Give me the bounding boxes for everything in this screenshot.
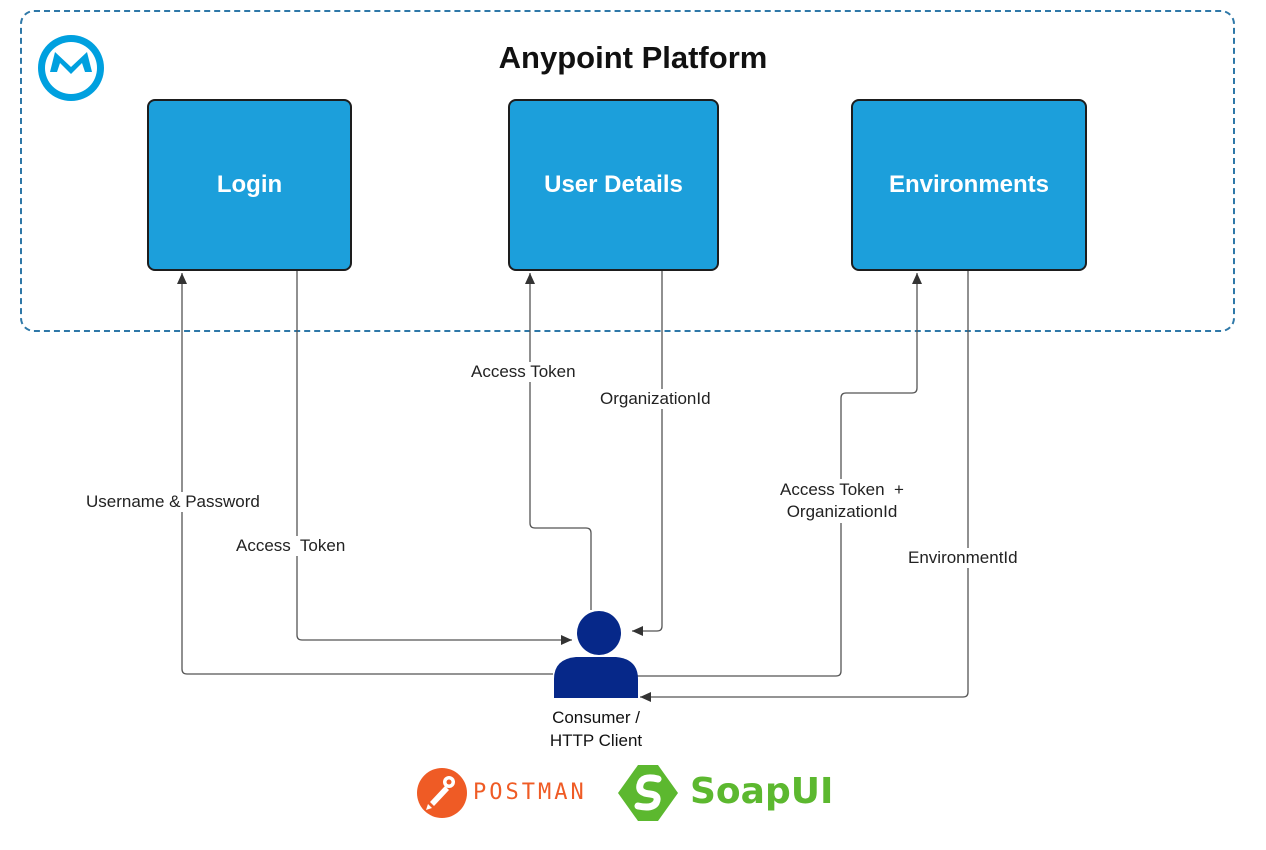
login-access-token-label: Access Token bbox=[236, 536, 346, 556]
soapui-logo-icon bbox=[618, 765, 678, 821]
environment-id-label: EnvironmentId bbox=[908, 548, 1018, 568]
login-label: Login bbox=[216, 171, 283, 198]
postman-logo-icon bbox=[417, 768, 467, 818]
environments-box: Environments bbox=[851, 99, 1087, 271]
env-request-label: Access Token + OrganizationId bbox=[762, 479, 922, 523]
user-icon bbox=[554, 611, 638, 698]
user-details-access-token-label: Access Token bbox=[471, 362, 576, 382]
env-request-label-line1: Access Token + bbox=[780, 480, 904, 499]
username-password-arrow bbox=[177, 273, 553, 675]
consumer-label-line2: HTTP Client bbox=[549, 731, 643, 750]
environments-label: Environments bbox=[888, 171, 1050, 198]
user-details-access-token-arrow bbox=[525, 273, 592, 610]
user-details-label: User Details bbox=[544, 171, 683, 198]
environment-id-arrow bbox=[640, 271, 969, 702]
consumer-label-line1: Consumer / bbox=[552, 708, 640, 727]
user-details-box: User Details bbox=[508, 99, 719, 271]
login-access-token-arrow bbox=[296, 271, 572, 645]
organization-id-arrow bbox=[632, 271, 663, 636]
soapui-label: SoapUI bbox=[690, 771, 834, 812]
env-request-label-line2: OrganizationId bbox=[786, 502, 898, 521]
platform-title: Anypoint Platform bbox=[498, 40, 768, 75]
env-request-arrow bbox=[637, 273, 922, 677]
mulesoft-logo-icon bbox=[38, 35, 104, 101]
organization-id-label: OrganizationId bbox=[600, 389, 711, 409]
postman-label: POSTMAN bbox=[473, 780, 587, 805]
username-password-label: Username & Password bbox=[86, 492, 260, 512]
anypoint-platform-frame bbox=[20, 10, 1235, 332]
login-box: Login bbox=[147, 99, 352, 271]
consumer-label: Consumer / HTTP Client bbox=[520, 706, 672, 752]
